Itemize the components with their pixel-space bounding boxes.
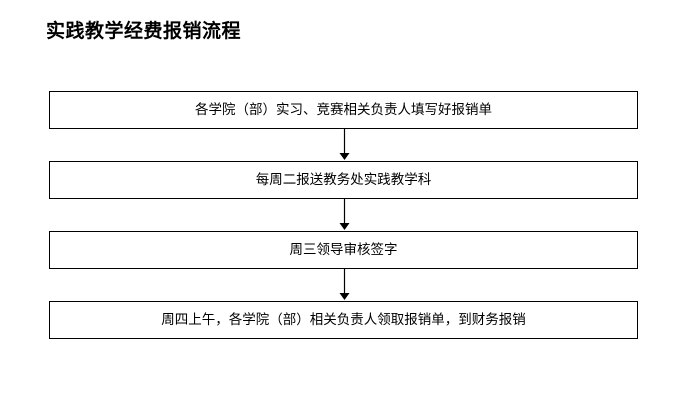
flow-box-2[interactable]: 每周二报送教务处实践教学科: [49, 161, 638, 199]
flow-box-3-label: 周三领导审核签字: [289, 242, 398, 257]
flow-step-3: 周三领导审核签字: [49, 231, 638, 269]
arrow-down-icon: [339, 199, 350, 230]
connector-1-to-2: [49, 129, 638, 161]
connector-3-to-4: [49, 269, 638, 301]
flow-box-4-label: 周四上午，各学院（部）相关负责人领取报销单，到财务报销: [161, 312, 526, 327]
flow-box-1-label: 各学院（部）实习、竞赛相关负责人填写好报销单: [195, 102, 492, 117]
flow-box-2-label: 每周二报送教务处实践教学科: [255, 172, 432, 187]
arrow-down-icon: [339, 269, 350, 300]
connector-2-to-3: [49, 199, 638, 231]
flow-step-4: 周四上午，各学院（部）相关负责人领取报销单，到财务报销: [49, 301, 638, 339]
page-title: 实践教学经费报销流程: [46, 21, 242, 42]
flow-box-4[interactable]: 周四上午，各学院（部）相关负责人领取报销单，到财务报销: [49, 301, 638, 339]
flow-box-1[interactable]: 各学院（部）实习、竞赛相关负责人填写好报销单: [49, 91, 638, 129]
flow-step-2: 每周二报送教务处实践教学科: [49, 161, 638, 199]
flow-step-1: 各学院（部）实习、竞赛相关负责人填写好报销单: [49, 91, 638, 129]
flow-box-3[interactable]: 周三领导审核签字: [49, 231, 638, 269]
flowchart: 各学院（部）实习、竞赛相关负责人填写好报销单 每周二报送教务处实践教学科 周: [49, 91, 638, 339]
arrow-down-icon: [339, 129, 350, 160]
